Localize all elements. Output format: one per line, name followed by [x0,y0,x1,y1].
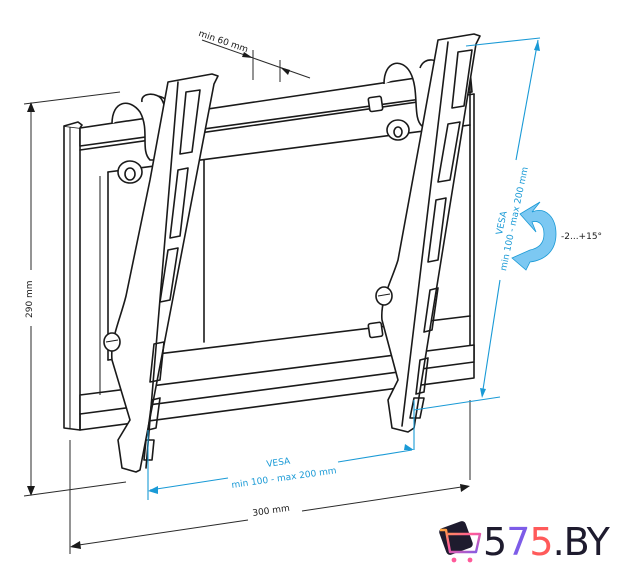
logo-digit-1: 5 [483,520,507,564]
store-logo: 575.BY [436,518,616,568]
logo-digit-3: 5 [529,520,553,564]
shopping-cart-icon [439,521,482,563]
logo-text: 575.BY [483,520,610,564]
dimension-lines [23,39,471,554]
tilt-arrow-icon [511,201,557,271]
left-bracket-arm [103,73,219,473]
right-bracket-arm [375,33,481,433]
logo-digit-2: 7 [506,520,530,564]
vesa-dimension-lines [147,37,541,500]
height-label: 290 mm [25,280,35,318]
logo-domain: .BY [552,520,610,564]
tilt-range-label: -2...+15° [561,232,603,242]
